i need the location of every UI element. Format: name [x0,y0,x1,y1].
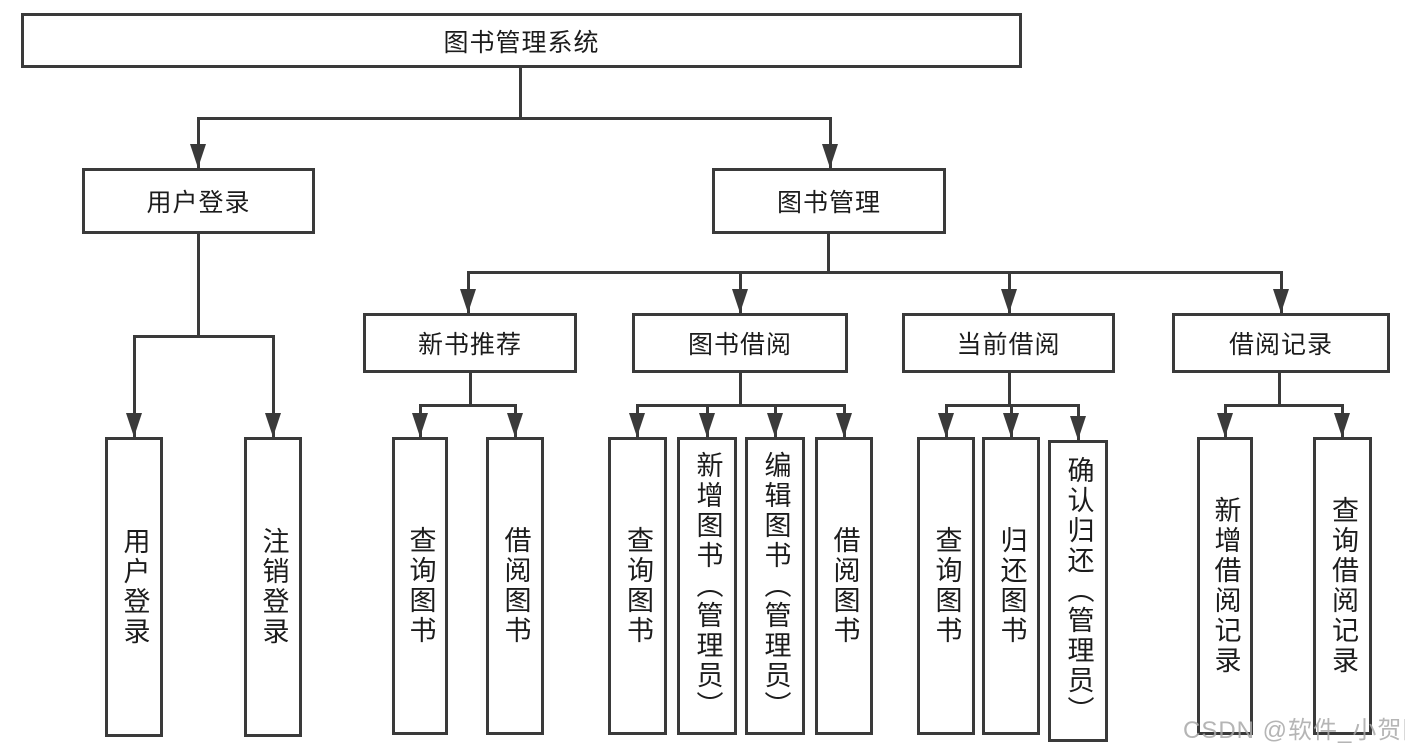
node-bb-add-books: 新增图书（管理员） [677,437,737,735]
arrowhead-bb-edit [767,413,783,437]
node-leaf-user-login: 用户登录 [105,437,163,737]
arrowhead-new-book-rec [460,289,476,313]
node-bb-edit-books: 编辑图书（管理员） [745,437,805,735]
node-label: 新增借阅记录 [1210,496,1241,676]
connector-book-borrow-stem [739,373,742,407]
connector-user-login-split [133,335,275,338]
arrowhead-cb-query [938,413,954,437]
connector-drop-leaf-user-login [133,335,136,437]
node-cb-return-books: 归还图书 [982,437,1040,735]
arrowhead-book-borrow [732,289,748,313]
node-leaf-logout: 注销登录 [244,437,302,737]
arrowhead-borrow-records [1273,289,1289,313]
node-label: 借阅图书 [500,526,531,646]
node-borrow-records: 借阅记录 [1172,313,1390,373]
node-new-book-rec: 新书推荐 [363,313,577,373]
node-bb-borrow-books: 借阅图书 [815,437,873,735]
node-label: 查询借阅记录 [1328,496,1358,676]
node-cb-confirm-return: 确认归还（管理员） [1048,440,1108,742]
arrowhead-rec-query [412,413,428,437]
node-root: 图书管理系统 [21,13,1022,68]
node-label: 新增图书（管理员） [692,451,723,721]
connector-root-split [197,117,832,120]
node-book-mgmt: 图书管理 [712,168,946,234]
arrowhead-leaf-user-login [126,413,142,437]
arrowhead-br-add [1217,413,1233,437]
connector-book-mgmt-stem [827,234,830,274]
arrowhead-bb-add [699,413,715,437]
node-label: 查询图书 [623,526,653,646]
arrowhead-bb-query [629,413,645,437]
connector-borrow-records-split [1224,404,1344,407]
arrowhead-leaf-logout [265,413,281,437]
node-rec-query-books: 查询图书 [392,437,448,735]
arrowhead-rec-borrow [507,413,523,437]
node-label: 编辑图书（管理员） [760,451,791,721]
node-label: 用户登录 [119,527,150,647]
node-label: 新书推荐 [417,331,522,359]
connector-drop-leaf-logout [272,335,275,437]
node-label: 注销登录 [258,527,289,647]
arrowhead-current-borrow [1001,289,1017,313]
node-label: 查询图书 [931,526,962,646]
connector-new-book-rec-stem [469,373,472,407]
arrowhead-cb-return [1003,413,1019,437]
connector-user-login-stem [197,234,200,337]
connector-root-stem [519,68,522,118]
connector-current-borrow-stem [1008,373,1011,407]
node-label: 当前借阅 [956,331,1061,359]
connector-book-mgmt-split [467,271,1283,274]
connector-borrow-records-stem [1278,373,1281,407]
node-br-query-record: 查询借阅记录 [1313,437,1372,735]
node-label: 归还图书 [996,526,1027,646]
arrowhead-br-query [1334,413,1350,437]
node-label: 确认归还（管理员） [1063,456,1094,726]
node-label: 用户登录 [146,189,251,217]
node-label: 借阅图书 [829,526,860,646]
csdn-watermark: CSDN @软件_小贺同学 [1183,717,1405,744]
arrowhead-book-mgmt [822,144,838,168]
connector-drop-book-mgmt [829,117,832,168]
node-cb-query-books: 查询图书 [917,437,975,735]
node-br-add-record: 新增借阅记录 [1197,437,1253,735]
connector-new-book-rec-split [419,404,517,407]
arrowhead-user-login [190,144,206,168]
node-book-borrow: 图书借阅 [632,313,848,373]
node-label: 图书管理系统 [443,28,600,57]
arrowhead-bb-borrow [836,413,852,437]
node-label: 查询图书 [405,526,436,646]
node-rec-borrow-books: 借阅图书 [486,437,544,735]
node-label: 图书借阅 [687,331,792,359]
node-bb-query-books: 查询图书 [608,437,667,735]
node-current-borrow: 当前借阅 [902,313,1115,373]
node-label: 图书管理 [776,189,881,217]
connector-book-borrow-split [636,404,846,407]
node-label: 借阅记录 [1228,331,1333,359]
arrowhead-cb-confirm [1070,416,1086,440]
connector-drop-user-login [197,117,200,168]
node-user-login: 用户登录 [82,168,315,234]
